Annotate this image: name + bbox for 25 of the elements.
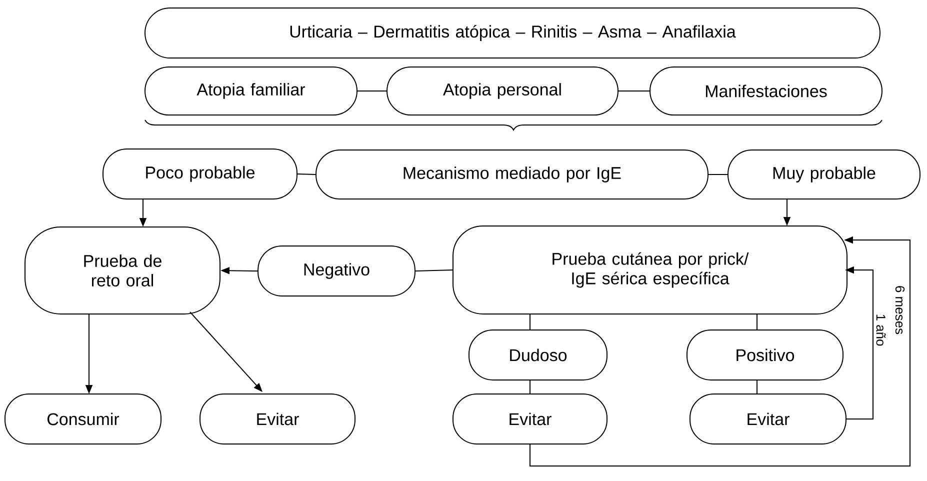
rounded-box: Manifestaciones [650,66,882,116]
rounded-box: Atopia familiar [144,66,358,116]
rounded-box: Prueba de reto oral [24,226,220,314]
rounded-box: Evitar [690,393,846,444]
rounded-box: Dudoso [468,329,608,380]
rounded-box: Negativo [258,245,416,296]
connector [415,269,453,272]
rounded-box: Evitar [200,393,356,444]
rounded-box: Evitar [452,393,608,444]
rounded-box: Muy probable [728,150,920,200]
connector [708,174,728,175]
rounded-box: Atopia personal [386,66,618,116]
rounded-box: Mecanismo mediado por IgE [316,150,708,200]
edge-label: 1 año [876,314,886,346]
rounded-box: Urticaria – Dermatitis atópica – Rinitis – Asma – Anafilaxia [144,8,880,58]
rounded-box: Prueba cutánea por prick/ IgE sérica específica [452,225,848,314]
connector [756,379,758,394]
connector [756,313,758,330]
rounded-box: Poco probable [102,148,298,200]
connector [618,90,650,92]
connector [357,90,387,92]
rounded-box: Consumir [4,393,162,444]
connector [297,174,316,175]
rounded-box: Positivo [686,329,844,380]
edge-label: 6 meses [895,286,905,334]
